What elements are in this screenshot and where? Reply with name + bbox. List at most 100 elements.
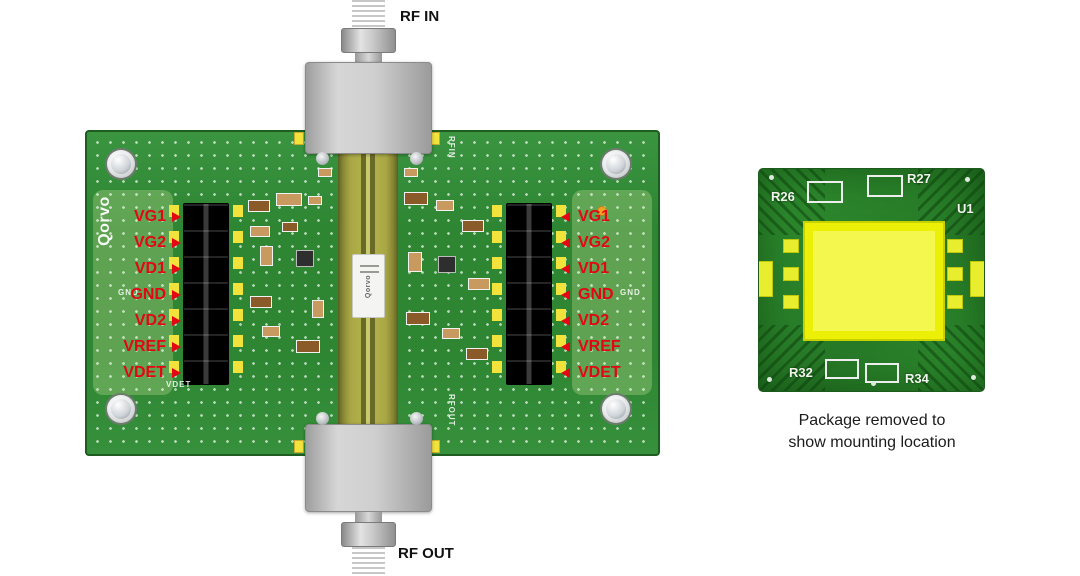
- mounting-location-closeup: R26 R27 U1 R32 R34: [758, 168, 985, 392]
- refdes-r26: R26: [771, 189, 795, 204]
- via-dot: [971, 375, 976, 380]
- pin-label-left-vg2: VG2: [133, 234, 166, 251]
- pin-header-right: [506, 203, 552, 385]
- clamp-screw: [410, 152, 423, 165]
- smd-component: [260, 246, 273, 266]
- chip-marking-line: [360, 265, 379, 267]
- pin-arrow: [172, 264, 181, 274]
- sma-connector-top: [352, 0, 385, 28]
- sma-neck-top: [355, 53, 382, 63]
- smd-component: [404, 192, 428, 205]
- clamp-screw: [316, 412, 329, 425]
- connector-clamp-block-top: [305, 62, 432, 154]
- pin-header-left: [183, 203, 229, 385]
- die-attach-pad: [803, 221, 945, 341]
- smd-component: [462, 220, 484, 232]
- mounting-hole: [107, 150, 135, 178]
- solder-pad-column: [233, 205, 243, 383]
- pin-label-left-vref: VREF: [123, 338, 166, 355]
- smd-component: [312, 300, 324, 318]
- closeup-caption: Package removed to show mounting locatio…: [752, 410, 992, 453]
- pin-arrow: [561, 368, 570, 378]
- smd-ic: [296, 250, 314, 267]
- smd-component: [436, 200, 454, 211]
- solder-pad-column: [492, 205, 502, 383]
- pin-label-right-vdet: VDET: [578, 364, 621, 381]
- pin-arrow: [172, 342, 181, 352]
- smd-component: [276, 193, 302, 206]
- closeup-caption-line2: show mounting location: [788, 433, 956, 451]
- pin-label-right-vref: VREF: [578, 338, 621, 355]
- pin-label-left-vdet: VDET: [123, 364, 166, 381]
- rf-out-label: RF OUT: [398, 545, 454, 562]
- connector-clamp-block-bottom: [305, 424, 432, 512]
- rf-in-label: RF IN: [400, 8, 440, 25]
- sma-connector-bottom: [352, 547, 385, 576]
- silkscreen-rfout: RFOUT: [447, 394, 456, 427]
- mounting-hole: [602, 395, 630, 423]
- clamp-screw: [316, 152, 329, 165]
- smd-component: [404, 168, 418, 177]
- refdes-r32: R32: [789, 365, 813, 380]
- edge-pad: [294, 132, 304, 145]
- smd-component: [466, 348, 488, 360]
- refdes-r27: R27: [907, 171, 931, 186]
- bond-pad: [783, 295, 799, 309]
- pin-arrow: [172, 368, 181, 378]
- dut-chip: Qorvo: [352, 254, 385, 318]
- bond-pad: [947, 295, 963, 309]
- smd-component: [308, 196, 322, 205]
- smd-component: [250, 296, 272, 308]
- pin-arrow: [172, 212, 181, 222]
- via-dot: [767, 377, 772, 382]
- pin-label-right-vd2: VD2: [578, 312, 610, 329]
- pin-label-left-gnd: GND: [130, 286, 166, 303]
- clamp-screw: [410, 412, 423, 425]
- pin-label-left-vg1: VG1: [133, 208, 166, 225]
- mounting-hole: [107, 395, 135, 423]
- pin-arrow: [172, 316, 181, 326]
- smd-component: [296, 340, 320, 353]
- pin-arrow: [561, 238, 570, 248]
- sma-neck-bottom: [355, 512, 382, 522]
- smd-component: [282, 222, 298, 232]
- smd-component: [468, 278, 490, 290]
- smd-component: [442, 328, 460, 339]
- bond-pad: [783, 267, 799, 281]
- via-dot: [769, 175, 774, 180]
- bond-pad: [947, 239, 963, 253]
- pin-arrow: [561, 342, 570, 352]
- smd-ic: [438, 256, 456, 273]
- pin-label-right-gnd: GND: [578, 286, 614, 303]
- smd-component: [248, 200, 270, 212]
- pin-label-right-vg2: VG2: [578, 234, 611, 251]
- die-attach-pad-inner: [813, 231, 935, 331]
- pin-label-right-vg1: VG1: [578, 208, 611, 225]
- edge-launch-pad: [970, 261, 984, 297]
- mounting-hole: [602, 150, 630, 178]
- smd-component: [262, 326, 280, 337]
- component-footprint: [867, 175, 903, 197]
- component-footprint: [807, 181, 843, 203]
- refdes-u1: U1: [957, 201, 974, 216]
- sma-hex-nut-bottom: [341, 522, 396, 547]
- edge-launch-pad: [759, 261, 773, 297]
- sma-hex-nut-top: [341, 28, 396, 53]
- pin-arrow: [172, 290, 181, 300]
- silkscreen-rfin: RFIN: [447, 136, 456, 159]
- refdes-r34: R34: [905, 371, 929, 386]
- pin-label-left-vd2: VD2: [134, 312, 166, 329]
- pin-arrow: [561, 290, 570, 300]
- closeup-caption-line1: Package removed to: [798, 412, 946, 429]
- pin-arrow: [561, 264, 570, 274]
- smd-component: [406, 312, 430, 325]
- pin-label-left-vd1: VD1: [134, 260, 166, 277]
- component-footprint: [865, 363, 899, 383]
- pin-arrow: [172, 238, 181, 248]
- smd-component: [408, 252, 422, 272]
- via-dot: [965, 177, 970, 182]
- silkscreen-vdet: VDET: [166, 380, 192, 389]
- smd-component: [318, 168, 332, 177]
- via-dot: [871, 381, 876, 386]
